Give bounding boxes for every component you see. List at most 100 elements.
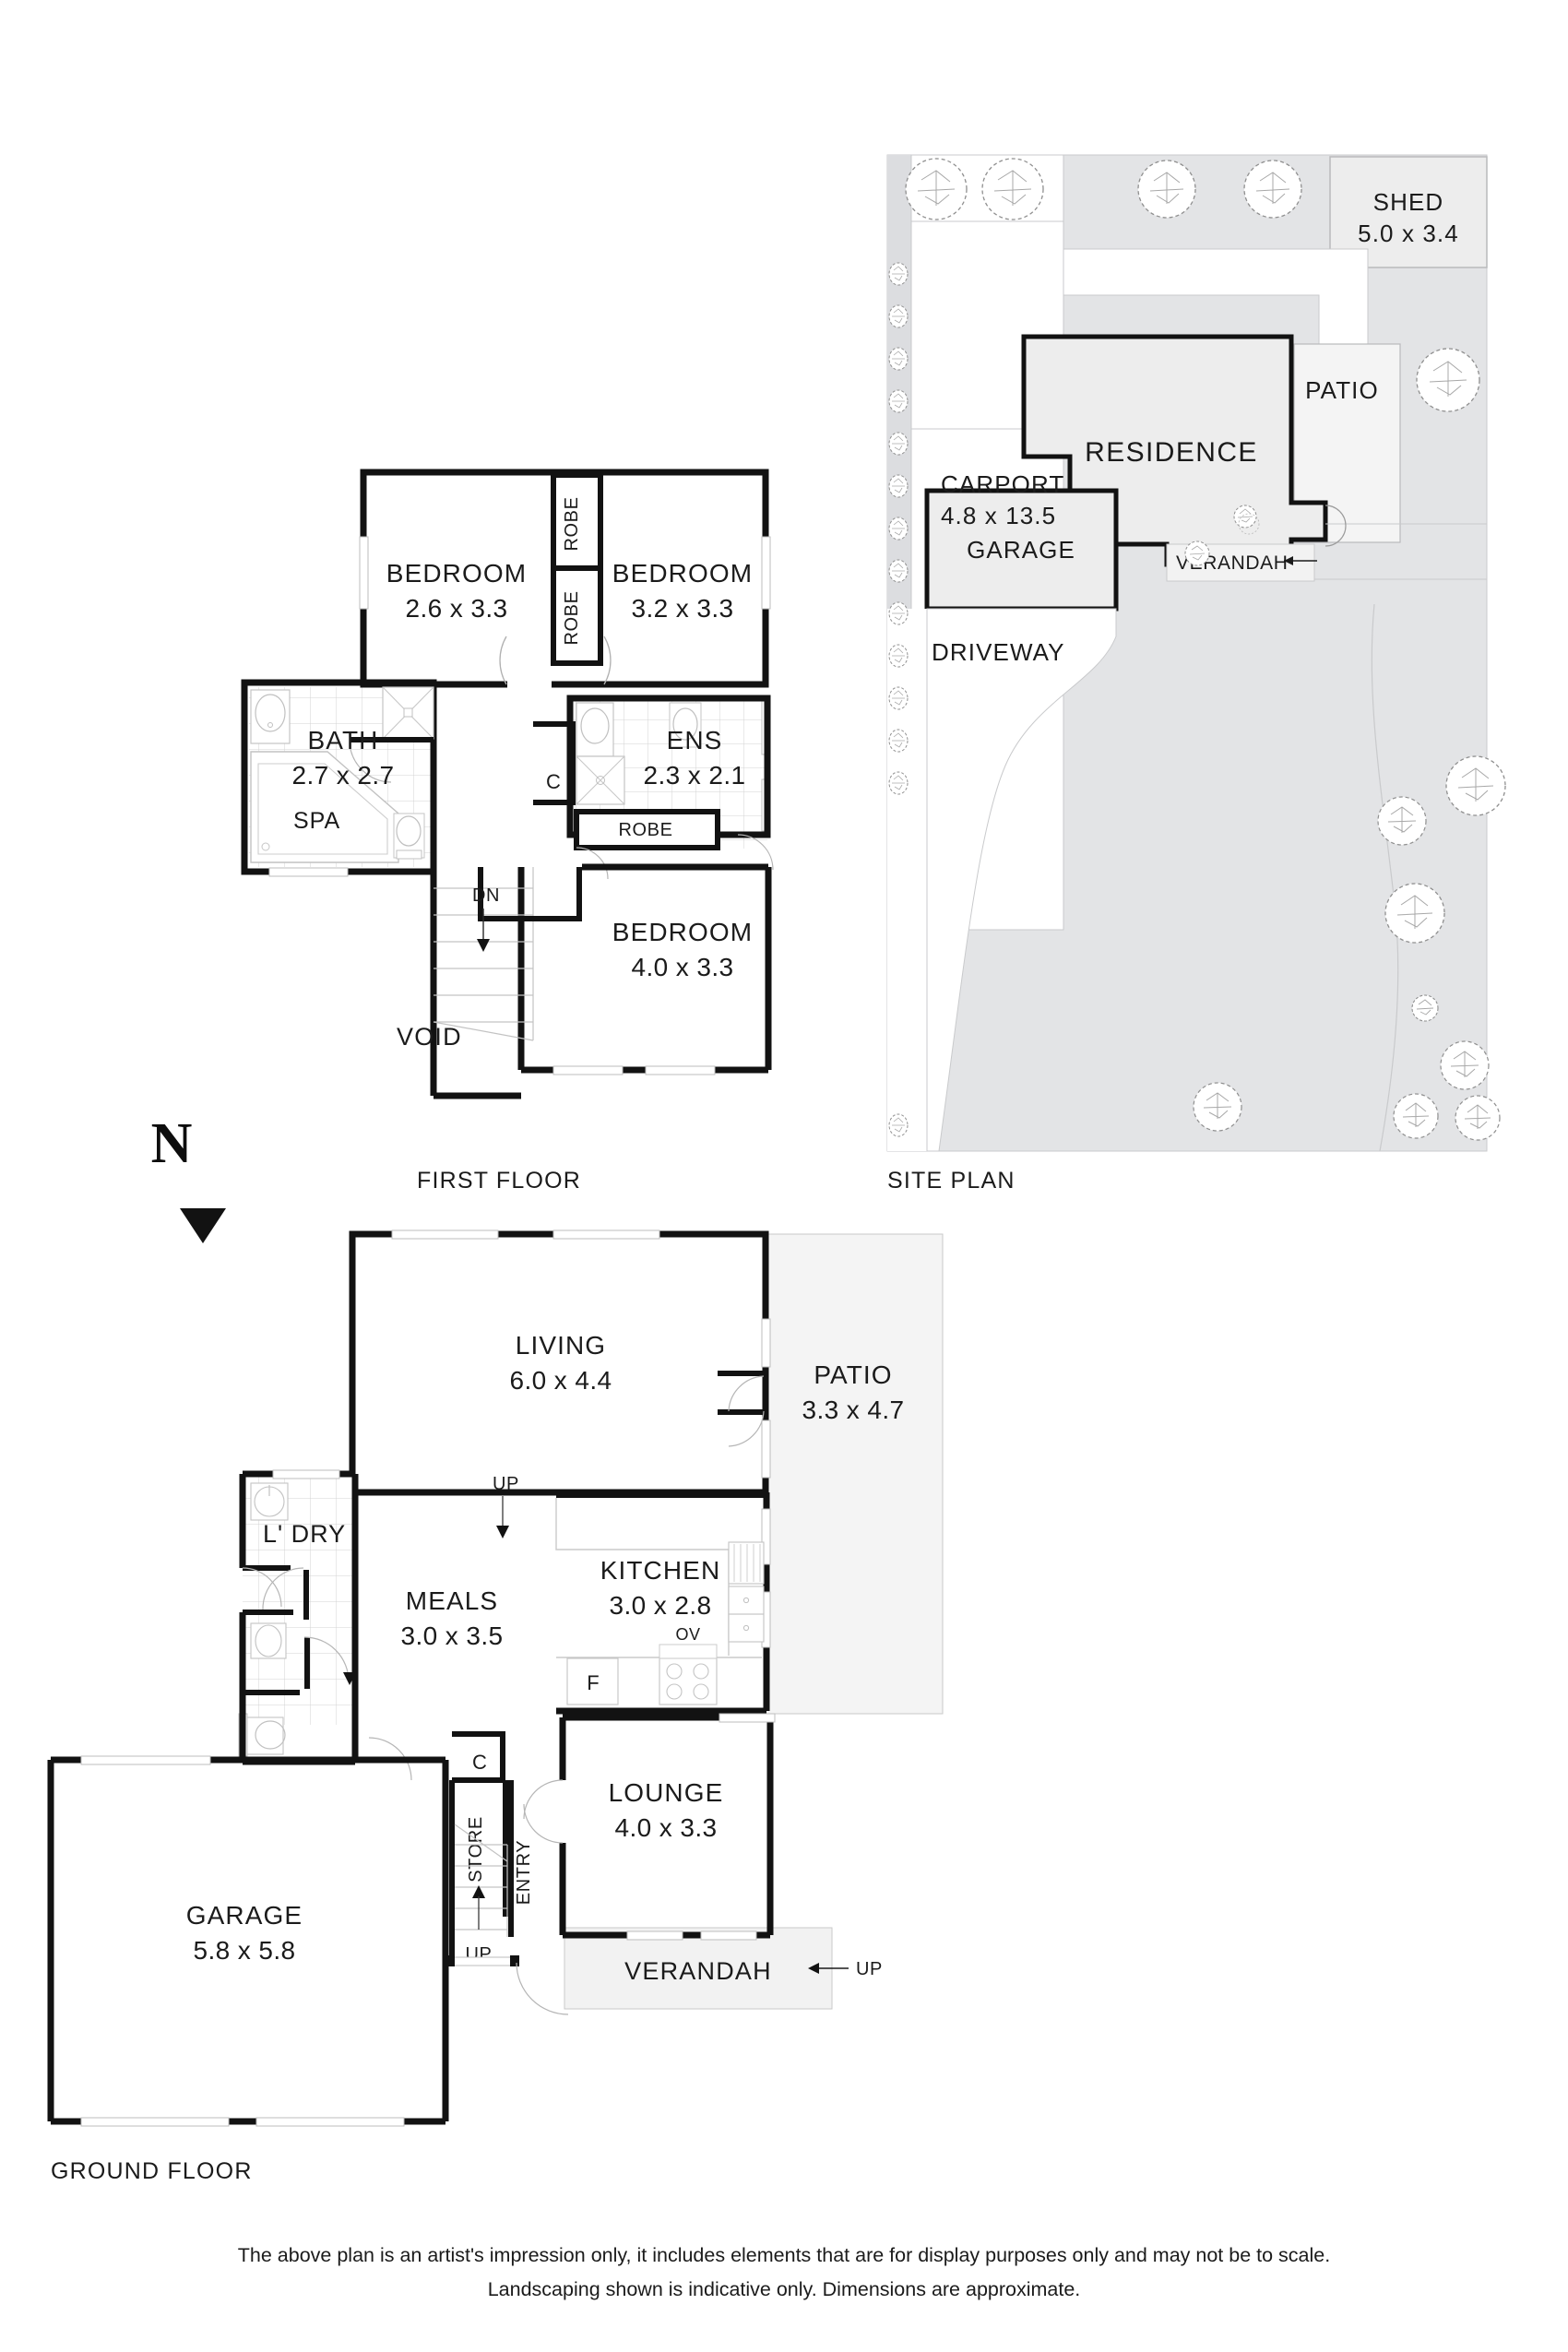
stair-icon-ground (454, 1823, 508, 1937)
robe-bot (551, 660, 603, 666)
window (700, 1930, 757, 1941)
basin-icon (255, 694, 286, 732)
shed-name: SHED (1373, 188, 1444, 216)
sink-drain (742, 1624, 750, 1632)
burner (666, 1683, 683, 1700)
site-plan-group: SHED 5.0 x 3.4 PATIO RESIDENCE GARAGE VE… (886, 154, 1506, 1194)
ff-stair-wall-v2 (576, 867, 582, 921)
dn-arrow-head (477, 939, 490, 952)
gf-up-living-label: UP (493, 1474, 519, 1494)
ff-stair-wall-h (478, 916, 582, 921)
gf-closet-label: C (472, 1751, 487, 1774)
gf-closet-outline (452, 1731, 505, 1783)
window (761, 1508, 771, 1565)
verandah-up-arrow (808, 1963, 819, 1974)
tree-icon (1393, 1093, 1439, 1139)
gf-entry-label: ENTRY (514, 1840, 534, 1905)
tree-icon (1416, 348, 1480, 412)
door-swing (368, 1737, 412, 1781)
gf-lounge-name: LOUNGE (609, 1778, 724, 1807)
gf-small-wall (303, 1570, 309, 1620)
ff-bedroom1-name: BEDROOM (386, 559, 527, 588)
robe-upper-label: ROBE (562, 496, 582, 551)
ens-robe-outline (574, 809, 720, 850)
oven-icon (659, 1644, 718, 1659)
gf-meals-name: MEALS (406, 1586, 498, 1615)
tree-icon (981, 158, 1044, 220)
window (645, 1065, 716, 1075)
gf-verandah-shade (564, 1927, 833, 2010)
window (761, 1420, 771, 1479)
tree-icon (905, 158, 968, 220)
shower-drain (596, 776, 605, 785)
ff-closet-outline (533, 721, 576, 805)
gf-entry-left-wall (508, 1780, 514, 1937)
garage-door-opening (80, 1755, 211, 1765)
burner (666, 1663, 683, 1680)
footer-group: The above plan is an artist's impression… (238, 2244, 1330, 2300)
ground-floor-title: GROUND FLOOR (51, 2158, 253, 2184)
gf-garage-name: GARAGE (186, 1901, 303, 1930)
toilet-icon (669, 702, 702, 748)
gf-verandah-label: VERANDAH (624, 1957, 772, 1985)
window (359, 536, 369, 610)
ff-master-dim: 4.0 x 3.3 (631, 953, 733, 981)
footer-line-2: Landscaping shown is indicative only. Di… (488, 2278, 1081, 2300)
gf-patio-dim: 3.3 x 4.7 (802, 1396, 904, 1424)
window (761, 1318, 771, 1368)
compass-arrow-icon (180, 1208, 226, 1243)
ens-robe-label: ROBE (618, 820, 672, 840)
tree-icon (1440, 1040, 1490, 1090)
ff-stair-wall-v (478, 867, 483, 921)
ff-bedrooms-outline (360, 469, 769, 688)
gf-laundry-label: L' DRY (263, 1520, 346, 1548)
first-floor-title: FIRST FLOOR (417, 1168, 581, 1194)
toilet-cistern (396, 849, 422, 860)
burner (693, 1663, 709, 1680)
gf-lounge-dim: 4.0 x 3.3 (614, 1813, 717, 1842)
robe-wall-1 (551, 472, 556, 569)
site-garage-label: GARAGE (967, 536, 1075, 564)
door-swing (728, 1375, 765, 1412)
gf-living-dim: 6.0 x 4.4 (509, 1366, 612, 1395)
gf-oven-label: OV (675, 1625, 700, 1644)
gf-kitchen-dim: 3.0 x 2.8 (609, 1591, 711, 1620)
toilet-bowl (672, 707, 698, 741)
sink-icon-2 (728, 1586, 765, 1615)
tree-icon (1384, 883, 1445, 944)
gf-wall-node-2 (510, 1955, 519, 1966)
door-swing (728, 1410, 765, 1447)
tree-icon (1137, 160, 1196, 219)
basin-icon (255, 1624, 282, 1657)
ff-bath-dim: 2.7 x 2.7 (291, 761, 394, 790)
tree-icon (1243, 160, 1302, 219)
spa-drain (261, 842, 270, 851)
residence-label: RESIDENCE (1085, 437, 1258, 468)
gf-kitchen-name: KITCHEN (600, 1556, 721, 1585)
cooktop-icon (659, 1657, 718, 1705)
gf-store-label: STORE (466, 1816, 486, 1883)
spa-label: SPA (293, 808, 340, 834)
drain-board-lines (733, 1544, 761, 1582)
window (448, 1956, 517, 1966)
toilet-bowl (396, 815, 422, 847)
burner (693, 1683, 709, 1700)
robe-mid (551, 565, 603, 571)
window (552, 1229, 660, 1240)
up-living-arrow-head (496, 1526, 509, 1538)
ground-floor-group: PATIO 3.3 x 4.7 VERANDAH UP LIVING 6.0 x… (47, 1229, 944, 2184)
gf-up-verandah-label: UP (856, 1959, 883, 1979)
spa-inner (257, 763, 388, 855)
door-swing (576, 847, 609, 880)
robe-right-1 (598, 472, 603, 569)
shower-cross (576, 755, 625, 805)
vanity (250, 689, 291, 744)
door-swing (349, 742, 392, 783)
door-swing (737, 834, 774, 871)
tree-icon (1193, 1082, 1242, 1132)
robe-top (551, 472, 603, 478)
garage-door-panel-2 (255, 2117, 405, 2127)
window (391, 1229, 499, 1240)
toilet-bowl (255, 1720, 286, 1750)
